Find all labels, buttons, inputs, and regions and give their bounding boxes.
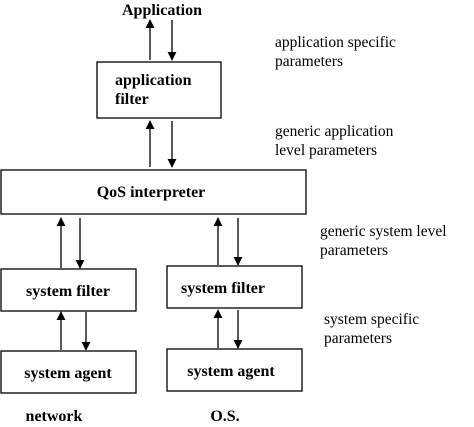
annotation-system-specific-line2: parameters bbox=[324, 330, 392, 347]
qos-interpreter-box bbox=[0, 169, 307, 215]
annotation-generic-application-line1: generic application bbox=[275, 123, 394, 140]
annotation-application-specific-line1: application specific bbox=[275, 34, 396, 51]
system-filter-left-label: system filter bbox=[26, 283, 110, 300]
system-filter-right-label: system filter bbox=[181, 280, 265, 297]
application-filter-node: application filter bbox=[96, 61, 222, 119]
system-filter-right-node: system filter bbox=[166, 265, 303, 309]
application-filter-label-line2: filter bbox=[115, 91, 149, 108]
application-filter-label-line1: application bbox=[115, 72, 192, 89]
qos-interpreter-label: QoS interpreter bbox=[97, 184, 206, 201]
column-label-network: network bbox=[26, 408, 83, 425]
annotation-generic-system-line1: generic system level bbox=[320, 223, 447, 240]
application-filter-box bbox=[96, 61, 222, 119]
column-label-os: O.S. bbox=[210, 408, 239, 425]
system-filter-left-box bbox=[0, 268, 137, 312]
system-agent-right-label: system agent bbox=[187, 363, 275, 380]
system-agent-right-box bbox=[166, 348, 303, 392]
annotation-application-specific-line2: parameters bbox=[275, 53, 343, 70]
qos-interpreter-node: QoS interpreter bbox=[0, 169, 307, 215]
annotation-generic-system-line2: parameters bbox=[320, 242, 388, 259]
system-agent-left-node: system agent bbox=[0, 350, 137, 394]
system-agent-left-label: system agent bbox=[24, 365, 112, 382]
annotation-system-specific-line1: system specific bbox=[324, 311, 419, 328]
system-agent-left-box bbox=[0, 350, 137, 394]
system-filter-right-box bbox=[166, 265, 303, 309]
application-label: Application bbox=[122, 2, 202, 19]
system-agent-right-node: system agent bbox=[166, 348, 303, 392]
annotation-generic-application-line2: level parameters bbox=[275, 142, 377, 159]
system-filter-left-node: system filter bbox=[0, 268, 137, 312]
